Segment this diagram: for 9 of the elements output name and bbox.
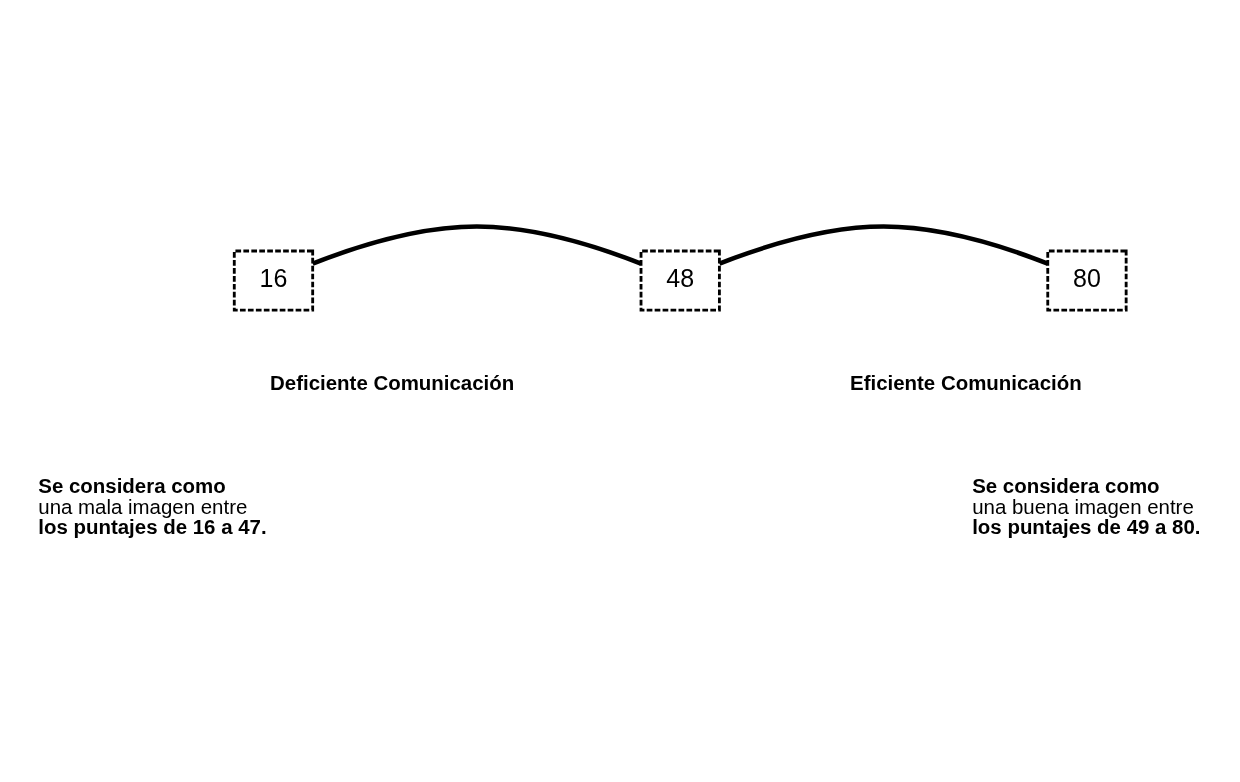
node-box: 16 xyxy=(232,249,315,312)
node-box: 48 xyxy=(639,249,721,312)
connector xyxy=(311,224,642,266)
node-box: 80 xyxy=(1046,249,1128,312)
label: Se considera como una mala imagen entre los puntajes de 16 a 47. xyxy=(38,474,267,539)
label: Se considera como una buena imagen entre los puntajes de 49 a 80. xyxy=(972,474,1201,539)
connector xyxy=(718,224,1049,266)
label: Eficiente Comunicación xyxy=(850,371,1082,395)
label: Deficiente Comunicación xyxy=(270,371,515,395)
